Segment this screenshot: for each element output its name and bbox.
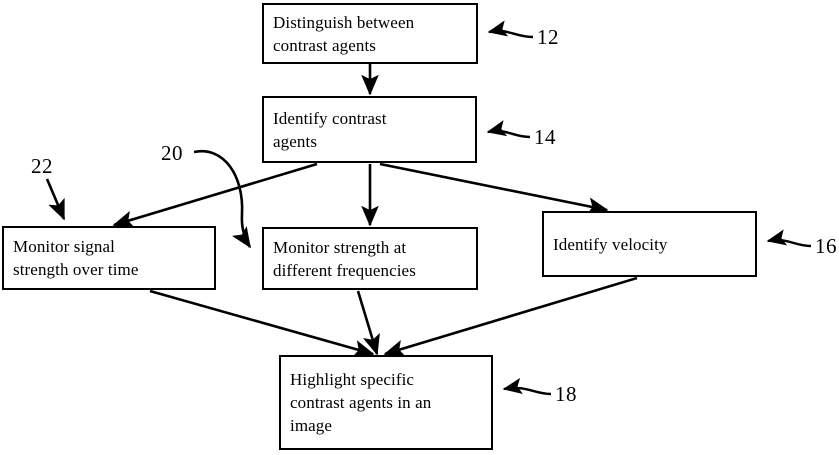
flow-box-monitor-signal-strength-over-time[interactable]: Monitor signal strength over time xyxy=(2,226,216,290)
flow-box-label: Identify contrast agents xyxy=(273,108,387,151)
reference-numeral-22: 22 xyxy=(31,154,53,178)
reference-numeral-20: 20 xyxy=(161,141,183,165)
reference-numeral-16: 16 xyxy=(815,234,837,258)
flow-box-monitor-strength-at-different-frequencies[interactable]: Monitor strength at different frequencie… xyxy=(262,227,478,290)
connector-14-to-16 xyxy=(379,162,609,215)
flow-box-label: Monitor signal strength over time xyxy=(13,237,139,279)
leader-line-22 xyxy=(45,178,66,221)
flow-box-label: Identify velocity xyxy=(553,234,668,254)
reference-numeral-14: 14 xyxy=(534,125,556,149)
connector-16-to-18 xyxy=(383,276,638,357)
connector-14-to-22 xyxy=(112,162,318,228)
connector-22-to-18 xyxy=(149,289,375,358)
flow-box-distinguish-between-contrast-agents[interactable]: Distinguish between contrast agents xyxy=(262,3,478,64)
leader-line-16 xyxy=(766,229,812,248)
leader-line-12 xyxy=(487,20,534,39)
flow-box-label: Monitor strength at different frequencie… xyxy=(273,237,416,280)
leader-line-18 xyxy=(502,377,552,396)
flow-box-identify-velocity[interactable]: Identify velocity xyxy=(542,211,757,277)
flow-box-identify-contrast-agents[interactable]: Identify contrast agents xyxy=(262,96,477,163)
flow-box-label: Highlight specific contrast agents in an… xyxy=(290,370,432,435)
flow-box-label: Distinguish between contrast agents xyxy=(273,12,415,55)
reference-numeral-12: 12 xyxy=(537,25,559,49)
leader-line-20 xyxy=(193,149,252,249)
reference-numeral-18: 18 xyxy=(555,382,577,406)
connector-20-to-18 xyxy=(356,290,380,356)
leader-line-14 xyxy=(486,120,531,139)
flow-box-highlight-specific-contrast-agents-in-an-image[interactable]: Highlight specific contrast agents in an… xyxy=(279,355,493,450)
